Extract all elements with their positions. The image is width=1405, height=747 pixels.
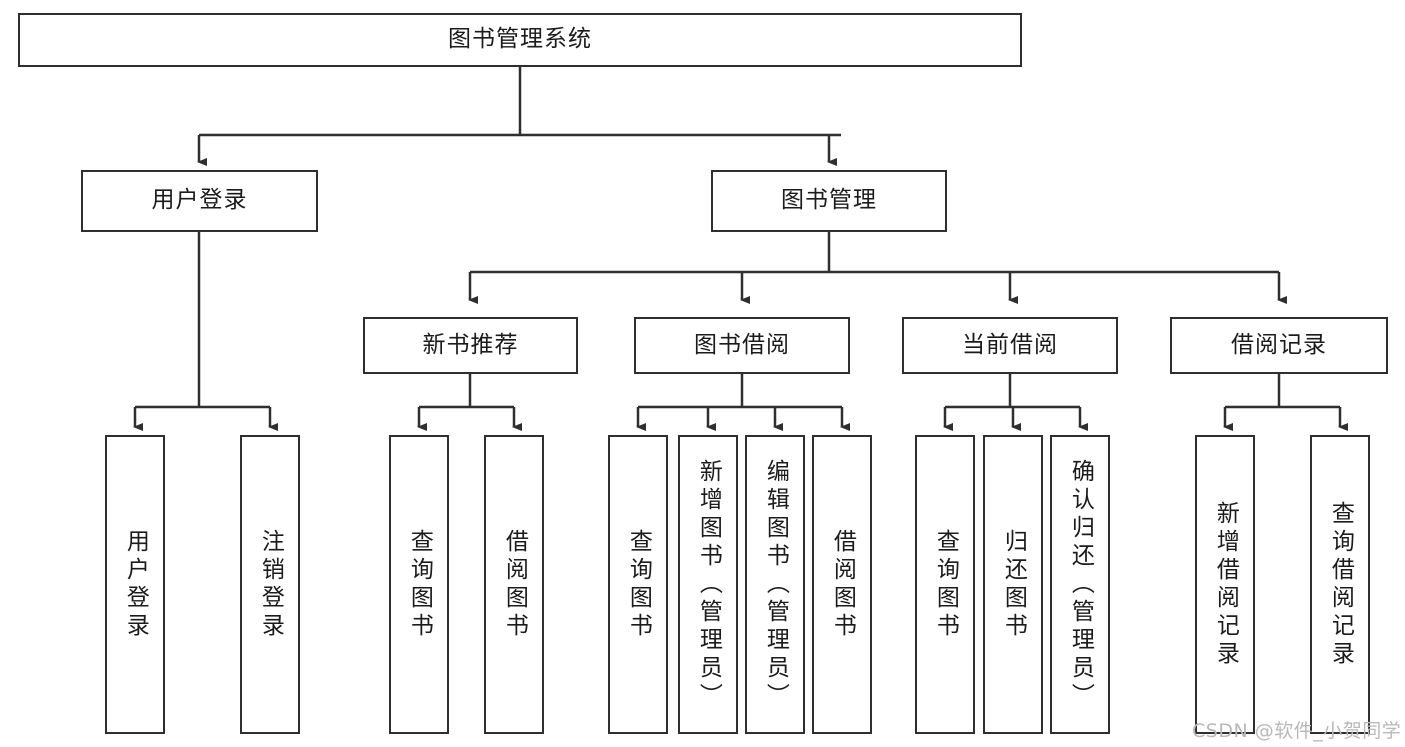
node-root[interactable]: 图书管理系统 (18, 13, 1022, 67)
node-book-management[interactable]: 图书管理 (711, 170, 947, 232)
leaf-node-label: 确认归还（管理员） (1067, 458, 1094, 711)
leaf-node[interactable]: 用户登录 (105, 435, 165, 734)
leaf-node[interactable]: 编辑图书（管理员） (745, 435, 805, 734)
node-current-borrow[interactable]: 当前借阅 (902, 317, 1118, 374)
leaf-node[interactable]: 借阅图书 (484, 435, 544, 734)
node-root-label: 图书管理系统 (448, 26, 592, 53)
leaf-node-label: 借阅图书 (501, 528, 528, 641)
leaf-node[interactable]: 查询图书 (915, 435, 975, 734)
node-borrow-record[interactable]: 借阅记录 (1170, 317, 1388, 374)
leaf-node[interactable]: 新增图书（管理员） (678, 435, 738, 734)
leaf-node-label: 查询图书 (932, 528, 959, 641)
leaf-node-label: 新增图书（管理员） (695, 458, 722, 711)
node-borrow-record-label: 借阅记录 (1231, 331, 1327, 358)
leaf-node-label: 新增借阅记录 (1212, 500, 1239, 669)
leaf-node[interactable]: 查询借阅记录 (1310, 435, 1370, 734)
connectors (133, 67, 1348, 431)
node-book-borrow[interactable]: 图书借阅 (634, 317, 850, 374)
node-user-login-label: 用户登录 (151, 187, 248, 214)
leaf-node[interactable]: 借阅图书 (812, 435, 872, 734)
leaf-node[interactable]: 注销登录 (240, 435, 300, 734)
node-book-borrow-label: 图书借阅 (694, 331, 790, 358)
leaf-node-label: 查询图书 (625, 528, 652, 641)
node-new-book-recommend[interactable]: 新书推荐 (363, 317, 578, 374)
leaf-node-label: 编辑图书（管理员） (762, 458, 789, 711)
node-new-book-recommend-label: 新书推荐 (422, 331, 519, 358)
leaf-node[interactable]: 确认归还（管理员） (1050, 435, 1110, 734)
node-current-borrow-label: 当前借阅 (962, 331, 1058, 358)
leaf-node-label: 借阅图书 (829, 528, 856, 641)
leaf-node[interactable]: 查询图书 (608, 435, 668, 734)
leaf-node-label: 查询图书 (406, 528, 433, 641)
leaf-node[interactable]: 归还图书 (983, 435, 1043, 734)
leaf-node[interactable]: 新增借阅记录 (1195, 435, 1255, 734)
leaf-node-label: 用户登录 (122, 528, 149, 641)
leaf-node-label: 归还图书 (1000, 528, 1027, 641)
leaf-node[interactable]: 查询图书 (389, 435, 449, 734)
node-book-management-label: 图书管理 (781, 187, 877, 214)
leaf-node-label: 查询借阅记录 (1327, 500, 1354, 669)
node-user-login[interactable]: 用户登录 (81, 170, 318, 232)
leaf-node-label: 注销登录 (257, 528, 284, 641)
